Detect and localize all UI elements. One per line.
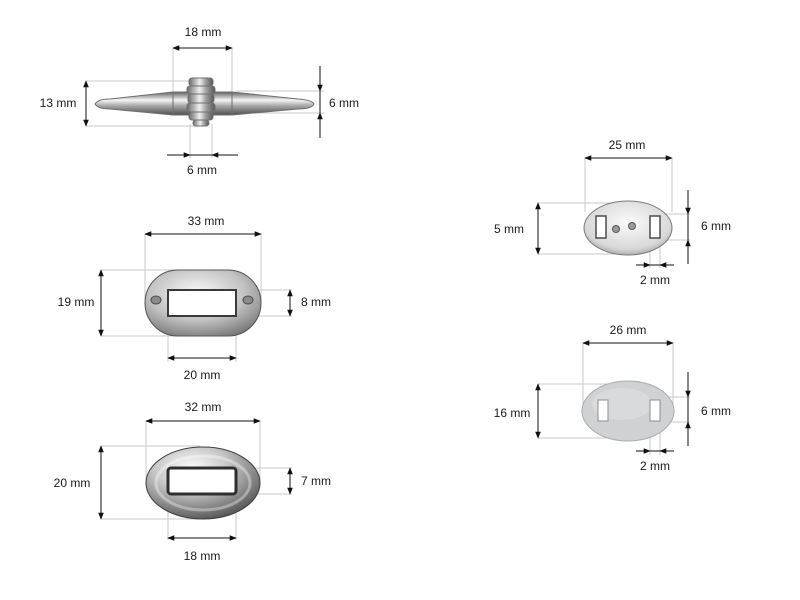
flat-back-plate-width-label: 26 mm — [610, 323, 647, 337]
large-plate-slot-height-label: 8 mm — [301, 295, 331, 309]
large-plate-body — [144, 269, 262, 337]
oval-plate-part: 32 mm 20 mm 7 mm 18 mm — [54, 400, 331, 563]
flat-back-plate-part: 26 mm 16 mm 6 mm 2 mm — [494, 323, 731, 473]
large-plate-height-label: 19 mm — [58, 295, 95, 309]
spindle-knob — [186, 77, 216, 127]
small-back-plate-slot-height-label: 6 mm — [701, 219, 731, 233]
large-plate-part: 33 mm 19 mm 8 mm 20 mm — [58, 214, 331, 382]
small-back-plate-part: 25 mm 5 mm 6 mm 2 mm — [494, 138, 731, 287]
large-plate-rivet-left — [150, 295, 162, 305]
oval-plate-width-label: 32 mm — [185, 400, 222, 414]
spindle-part: 18 mm 13 mm 6 mm 6 mm — [40, 25, 359, 177]
flat-back-plate-height-label: 16 mm — [494, 406, 531, 420]
large-plate-rivet-right — [242, 295, 254, 305]
flat-back-plate-slot-height-label: 6 mm — [701, 404, 731, 418]
small-back-plate-height-label: 5 mm — [494, 222, 524, 236]
spindle-width-label: 18 mm — [185, 25, 222, 39]
oval-plate-slot — [166, 466, 238, 496]
flat-back-plate-slot-width-label: 2 mm — [640, 459, 670, 473]
small-back-plate-body — [583, 200, 673, 256]
spindle-knob-width-label: 6 mm — [187, 163, 217, 177]
large-plate-width-label: 33 mm — [188, 214, 225, 228]
spindle-thickness-label: 6 mm — [329, 96, 359, 110]
small-back-plate-rivet-right — [628, 222, 636, 230]
small-back-plate-slot-right — [649, 215, 661, 239]
small-back-plate-rivet-left — [612, 225, 620, 233]
oval-plate-height-label: 20 mm — [54, 476, 91, 490]
oval-plate-slot-width-label: 18 mm — [184, 549, 221, 563]
oval-plate-slot-height-label: 7 mm — [301, 474, 331, 488]
small-back-plate-slot-left — [595, 215, 607, 239]
large-plate-slot-width-label: 20 mm — [184, 368, 221, 382]
small-back-plate-slot-width-label: 2 mm — [640, 273, 670, 287]
spindle-height-label: 13 mm — [40, 96, 77, 110]
small-back-plate-width-label: 25 mm — [609, 138, 646, 152]
flat-back-plate-slot-left — [597, 399, 609, 422]
flat-back-plate-slot-right — [649, 399, 661, 422]
